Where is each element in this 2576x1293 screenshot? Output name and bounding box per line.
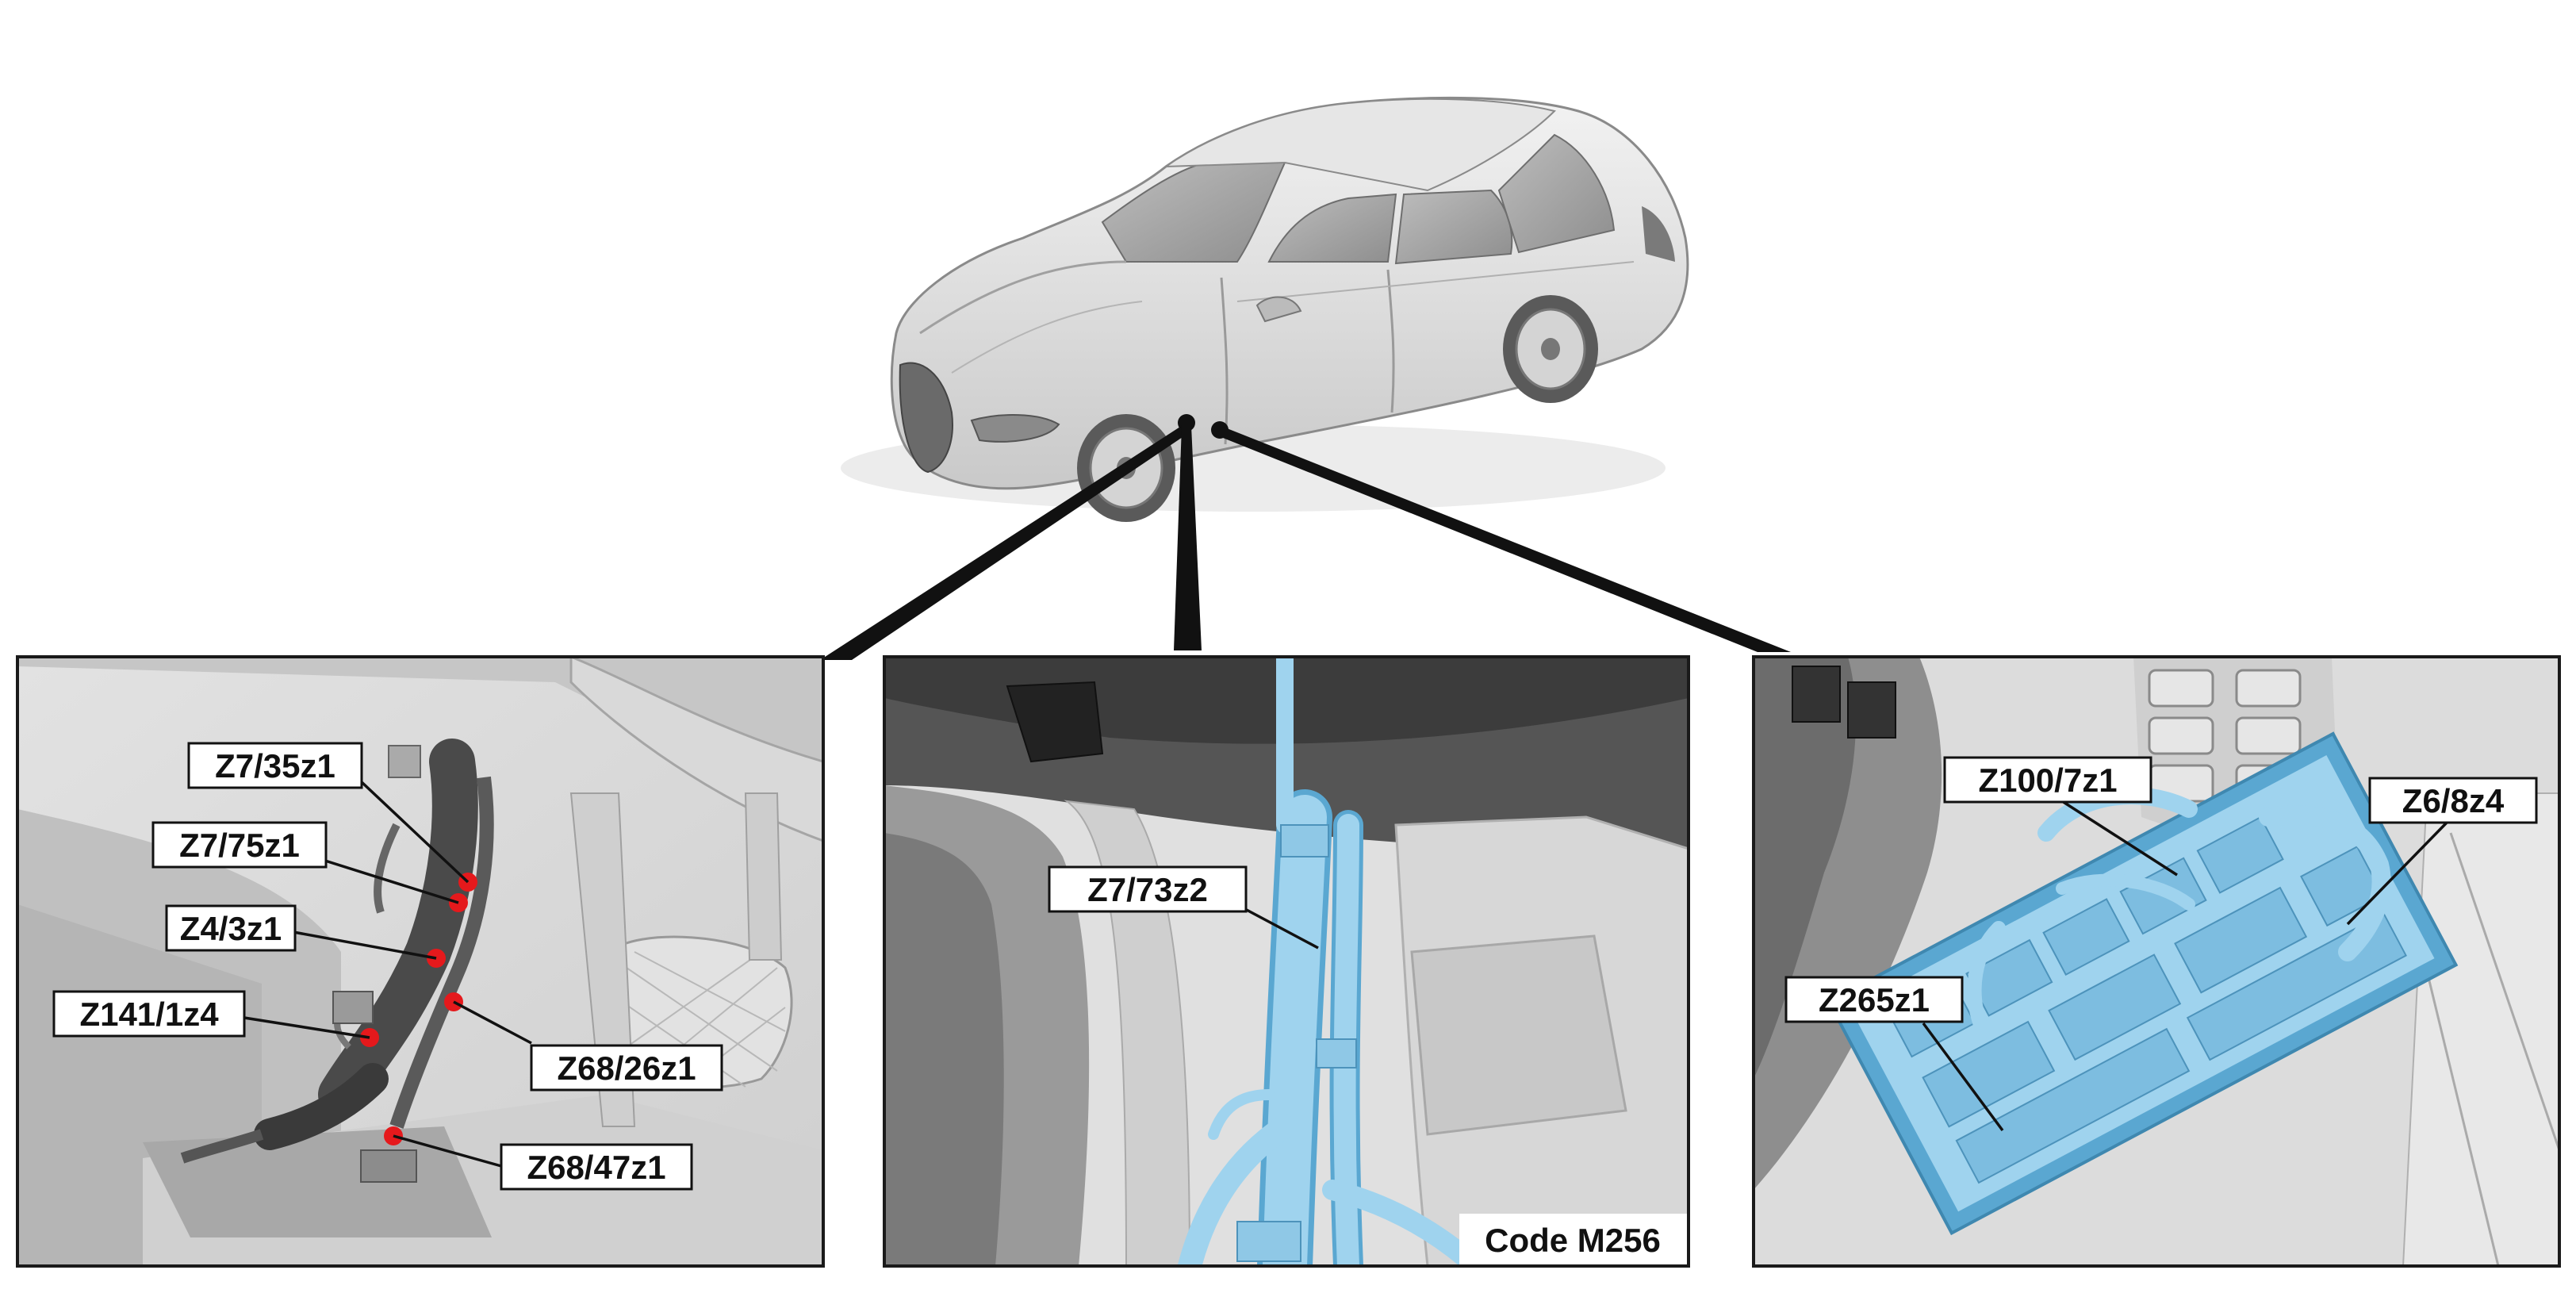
panel-right-fusebox <box>1752 655 2561 1268</box>
callout-label: Z4/3z1 <box>180 910 282 947</box>
callout-z68-26z1: Z68/26z1 <box>530 1044 723 1092</box>
panel-center-apillar <box>883 655 1690 1268</box>
right-callouts: Z100/7z1 Z6/8z4 Z265z1 <box>1784 756 2538 1132</box>
callout-z7-35z1: Z7/35z1 <box>187 742 363 789</box>
center-callouts: Z7/73z2 Code M256 <box>1048 865 1687 1264</box>
callout-label: Z7/35z1 <box>215 747 335 785</box>
callout-z7-73z2: Z7/73z2 <box>1048 865 1248 913</box>
callout-z7-75z1: Z7/75z1 <box>151 821 328 869</box>
callout-z100-7z1: Z100/7z1 <box>1943 756 2152 804</box>
callout-label: Z7/75z1 <box>179 827 300 864</box>
left-callouts: Z7/35z1 Z7/75z1 Z4/3z1 Z141/1z4 Z68/26z1… <box>52 742 723 1191</box>
callout-label: Z68/26z1 <box>557 1049 696 1087</box>
callout-label: Z6/8z4 <box>2402 782 2505 819</box>
callout-z6-8z4: Z6/8z4 <box>2368 777 2538 824</box>
panel-left-footwell <box>16 655 825 1268</box>
callout-label: Z68/47z1 <box>527 1149 665 1186</box>
sedan-car-icon <box>841 96 1689 522</box>
callout-z265z1: Z265z1 <box>1784 976 1964 1023</box>
callout-z68-47z1: Z68/47z1 <box>500 1143 693 1191</box>
callout-z4-3z1: Z4/3z1 <box>165 904 297 952</box>
callout-label: Z265z1 <box>1819 981 1930 1019</box>
zoom-connector-lines <box>820 425 1791 660</box>
option-code-text: Code M256 <box>1485 1222 1661 1259</box>
callout-z141-1z4: Z141/1z4 <box>52 990 246 1038</box>
callout-label: Z7/73z2 <box>1087 871 1208 908</box>
callout-label: Z100/7z1 <box>1978 762 2117 799</box>
option-code-label: Code M256 <box>1459 1214 1687 1264</box>
callout-label: Z141/1z4 <box>79 996 219 1033</box>
